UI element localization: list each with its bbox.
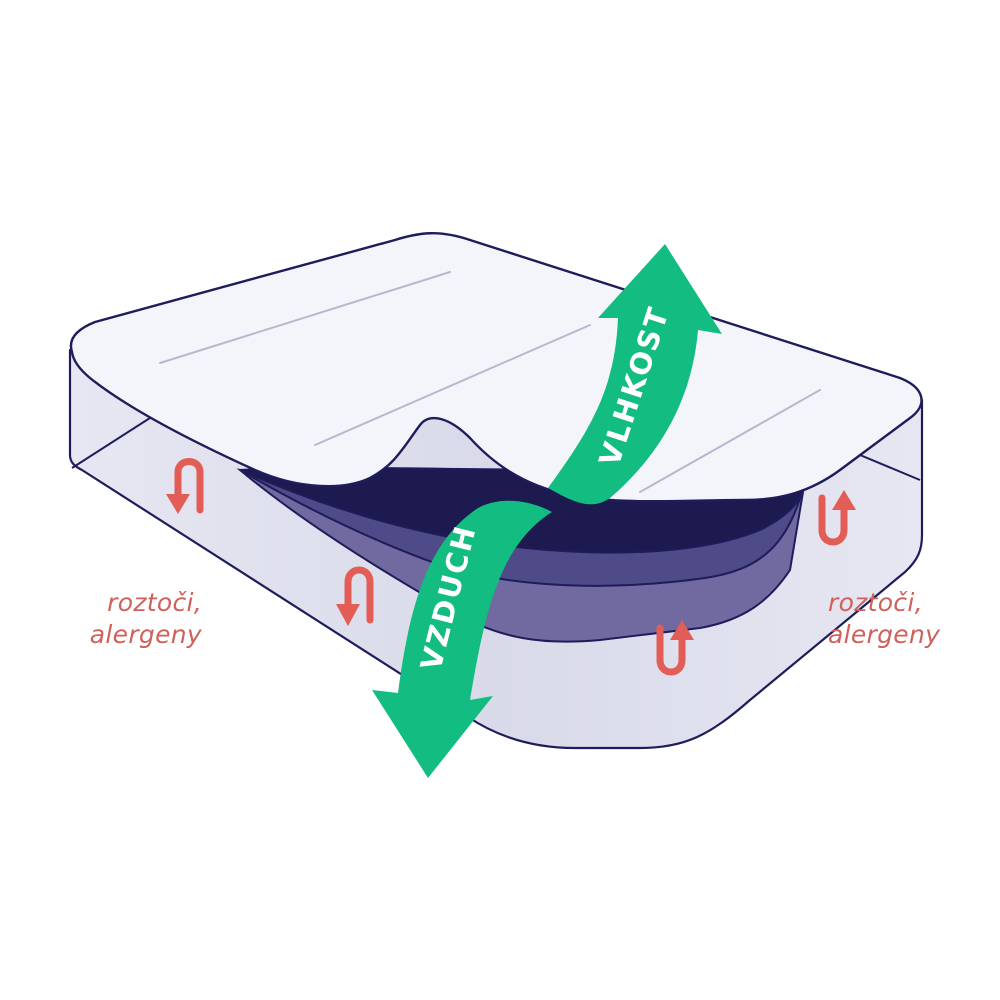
allergen-label-left-line1: roztoči, [107, 588, 202, 617]
quilt-line [314, 324, 591, 446]
allergen-label-right-line2: alergeny [828, 620, 941, 649]
u-turn-down-arrow-icon [166, 458, 204, 514]
curved-up-arrow-icon [548, 244, 722, 505]
u-turn-down-arrow-icon [336, 566, 374, 626]
u-turn-up-arrow-icon [656, 620, 694, 676]
u-turn-up-arrow-icon [818, 490, 856, 546]
blocked-arrows [166, 458, 856, 676]
allergen-label-right-line1: roztoči, [828, 588, 923, 617]
quilt-line [639, 389, 821, 493]
allergen-label-right: roztoči, alergeny [828, 587, 968, 651]
allergen-label-left-line2: alergeny [89, 620, 202, 649]
quilt-line [159, 271, 451, 364]
curved-down-arrow-icon [372, 500, 552, 778]
band-inner-edge-right [859, 454, 921, 481]
quilt-lines [159, 271, 821, 493]
top-sheet [69, 232, 923, 503]
allergen-label-left: roztoči, alergeny [62, 587, 202, 651]
